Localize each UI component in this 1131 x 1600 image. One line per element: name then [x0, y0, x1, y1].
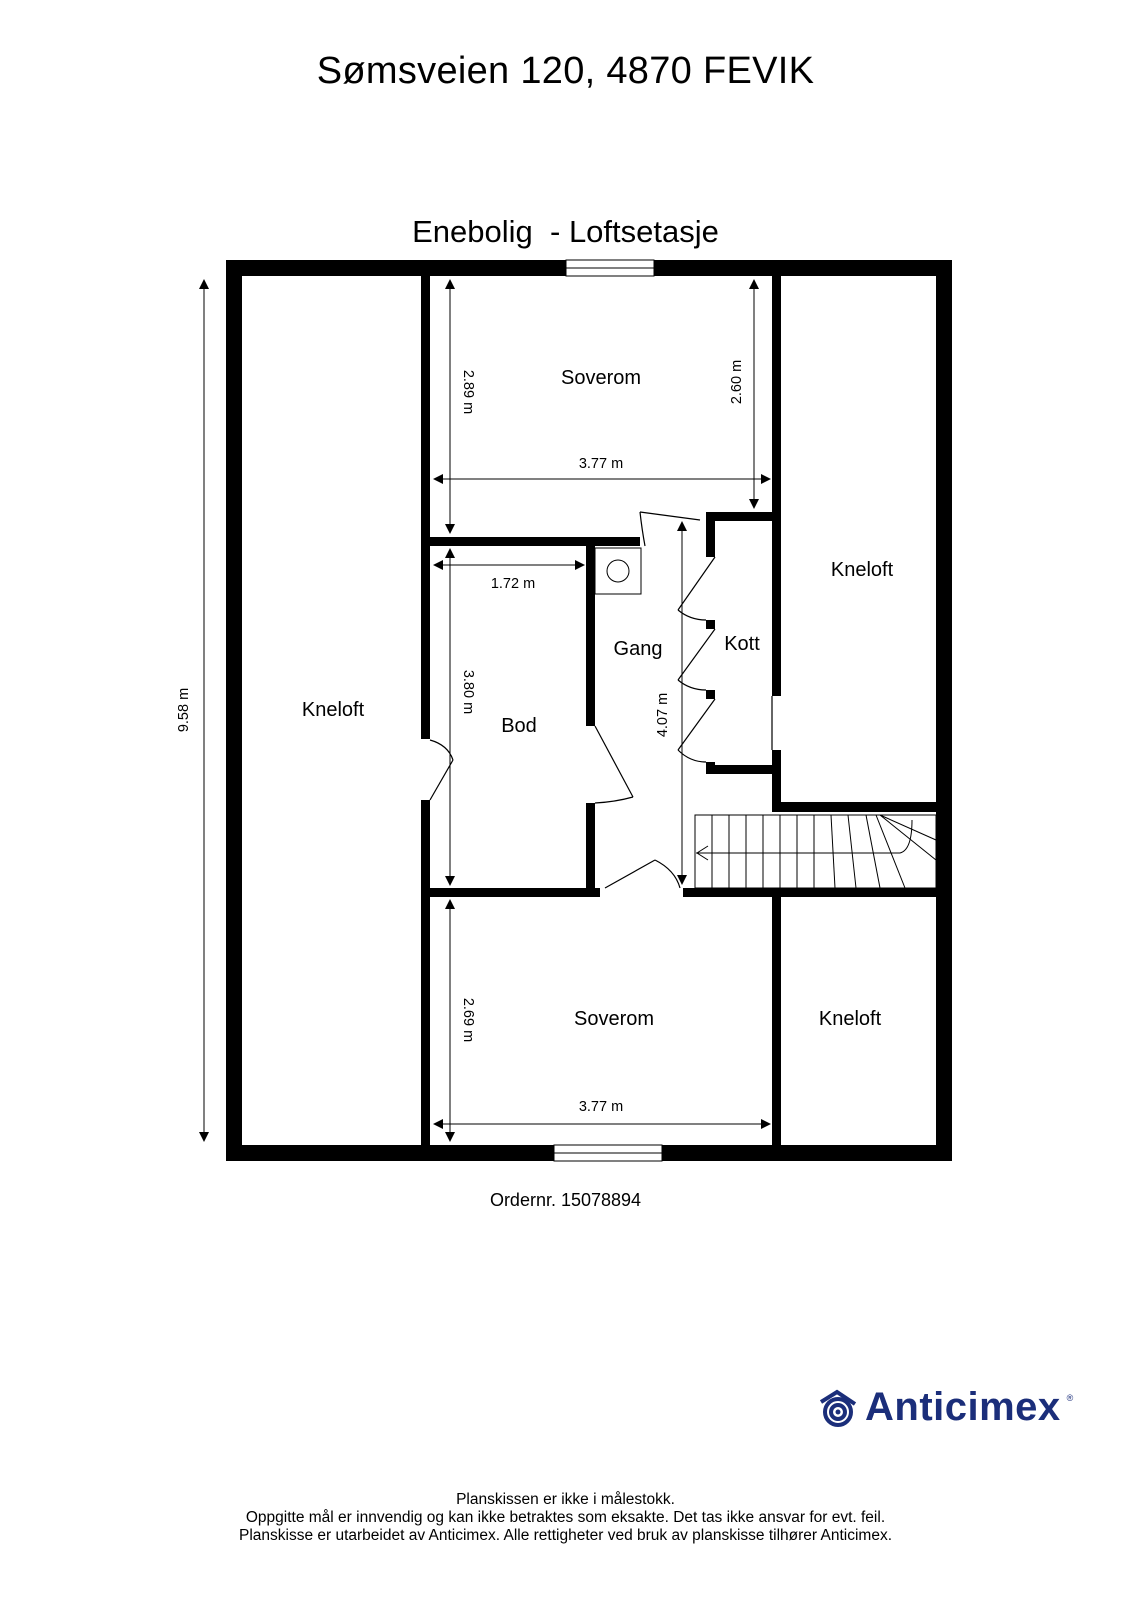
room-label-kott: Kott — [724, 633, 760, 655]
dim-top-bedroom-left-height: 2.89 m — [460, 370, 476, 414]
disclaimer-line: Planskisse er utarbeidet av Anticimex. A… — [238, 1527, 892, 1544]
room-label-kneloft-right-lower: Kneloft — [819, 1008, 882, 1030]
disclaimer: Planskissen er ikke i målestokk. Oppgitt… — [0, 1491, 1131, 1545]
room-label-soverom-top: Soverom — [561, 367, 641, 389]
anticimex-logo: Anticimex ® — [815, 1385, 1073, 1430]
room-label-bod: Bod — [501, 715, 537, 737]
room-label-soverom-bottom: Soverom — [574, 1008, 654, 1030]
window-bottom — [553, 1144, 663, 1162]
room-label-gang: Gang — [614, 638, 663, 660]
dimension-lines — [199, 279, 771, 1142]
disclaimer-line: Oppgitte mål er innvendig og kan ikke be… — [245, 1509, 886, 1526]
dim-top-bedroom-width: 3.77 m — [579, 456, 623, 472]
room-label-kneloft-left: Kneloft — [302, 699, 365, 721]
window-top — [565, 259, 655, 277]
dim-bottom-bedroom-width: 3.77 m — [579, 1099, 623, 1115]
dim-bottom-bedroom-height: 2.69 m — [460, 998, 476, 1042]
dim-bod-height: 3.80 m — [460, 670, 476, 714]
staircase — [694, 814, 937, 889]
dim-bod-width: 1.72 m — [491, 576, 535, 592]
room-label-kneloft-right-upper: Kneloft — [831, 559, 894, 581]
dim-total-height: 9.58 m — [176, 688, 192, 732]
dim-top-bedroom-right-height: 2.60 m — [729, 360, 745, 404]
floor-title: Enebolig - Loftsetasje — [412, 214, 719, 249]
logo-text: Anticimex — [865, 1385, 1061, 1429]
dim-gang-length: 4.07 m — [655, 693, 671, 737]
interior-walls — [421, 276, 936, 1145]
anticimex-swirl-icon — [819, 1389, 857, 1427]
vent-icon — [594, 547, 642, 595]
order-number: Ordernr. 15078894 — [489, 1190, 642, 1210]
disclaimer-line: Planskissen er ikke i målestokk. — [456, 1491, 675, 1508]
logo-registered-mark: ® — [1066, 1393, 1074, 1403]
address-title: Sømsveien 120, 4870 FEVIK — [316, 50, 815, 92]
